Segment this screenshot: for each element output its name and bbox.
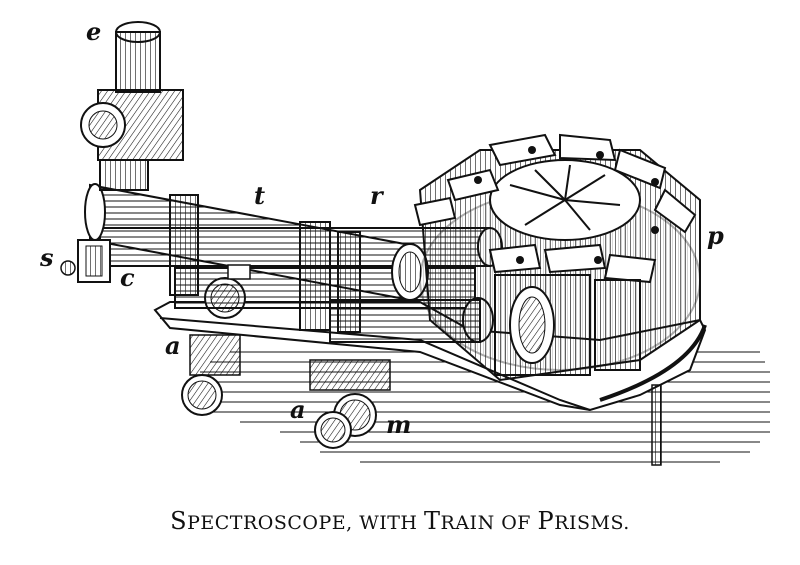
slit-block (227, 264, 251, 280)
label-s: s (40, 243, 54, 272)
label-a-lower: a (290, 395, 306, 424)
caption-rest-2: RAIN OF (440, 512, 538, 534)
ground-shadow (190, 351, 770, 463)
label-p: p (707, 221, 724, 250)
wheel-front-left (181, 334, 241, 416)
clamp-middle (299, 221, 331, 331)
caption-initial-3: P (537, 507, 555, 535)
caption-rest-1: PECTROSCOPE, WITH (187, 512, 425, 534)
figure-caption: SPECTROSCOPE, WITH TRAIN OF PRISMS. (0, 507, 800, 535)
label-m: m (386, 410, 412, 439)
eyepiece (80, 21, 184, 191)
label-t: t (254, 181, 266, 210)
label-a-upper: a (165, 331, 181, 360)
label-r: r (370, 181, 383, 210)
caption-rest-3: RISMS. (554, 512, 630, 534)
clamp-right (337, 231, 361, 333)
support-leg (651, 384, 662, 466)
label-c: c (120, 263, 135, 292)
prism-train (413, 133, 701, 382)
caption-initial-2: T (424, 507, 441, 535)
caption-initial-1: S (170, 507, 188, 535)
slit-holder (60, 239, 111, 283)
wheel-front-right (309, 359, 391, 449)
clamp-left (169, 194, 199, 296)
label-e: e (86, 17, 102, 46)
